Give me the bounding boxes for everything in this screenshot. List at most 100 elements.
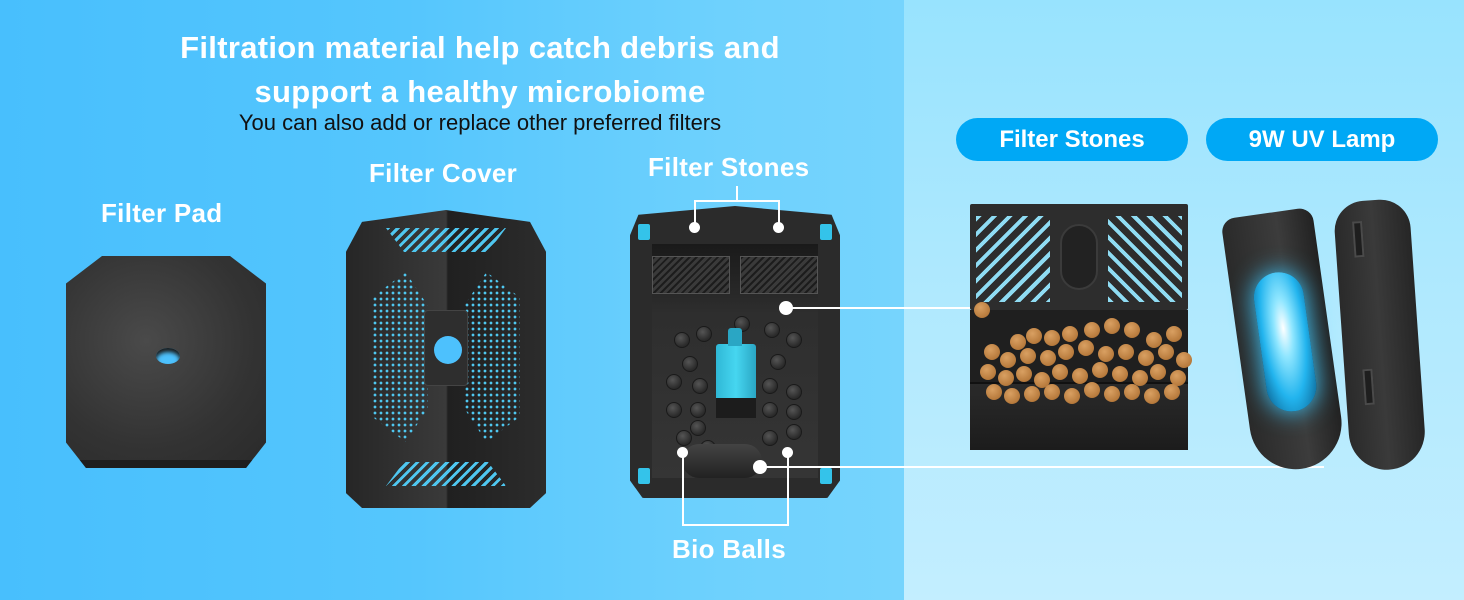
bio-ball [666, 402, 682, 418]
callout-dot [773, 222, 784, 233]
filter-stone [1062, 326, 1078, 342]
filter-stone [1084, 322, 1100, 338]
bio-ball [786, 424, 802, 440]
filter-stone [1010, 334, 1026, 350]
filter-stone [1170, 370, 1186, 386]
label-filter-cover: Filter Cover [369, 158, 518, 188]
cover-top-vent [386, 228, 506, 252]
stone-cartridge-right [740, 256, 818, 294]
headline: Filtration material help catch debris an… [90, 26, 870, 114]
filter-stone [1166, 326, 1182, 342]
cover-left-mesh [372, 272, 428, 442]
leader-line-to-uv [764, 466, 1324, 468]
pill-filter-stones: Filter Stones [956, 118, 1188, 161]
shell-slot [1362, 368, 1375, 406]
bio-ball [762, 378, 778, 394]
leader-line [694, 200, 780, 202]
filter-stone [1132, 370, 1148, 386]
filter-stone [1078, 340, 1094, 356]
filter-stone [1044, 384, 1060, 400]
filter-stone [1016, 366, 1032, 382]
filter-stone [1158, 344, 1174, 360]
corner-clip-icon [638, 468, 650, 484]
filter-stone [1058, 344, 1074, 360]
headline-line-2: support a healthy microbiome [254, 74, 706, 109]
pill-uv-lamp-label: 9W UV Lamp [1248, 125, 1396, 153]
bio-ball [676, 430, 692, 446]
lid-vent-left [976, 216, 1050, 302]
leader-line [682, 452, 684, 526]
bio-ball [690, 420, 706, 436]
stone-cartridge-left [652, 256, 730, 294]
label-filter-stones: Filter Stones [648, 152, 810, 182]
filter-stone [1104, 386, 1120, 402]
filter-stone [1040, 350, 1056, 366]
leader-line [736, 186, 738, 202]
filter-box-image [630, 206, 840, 498]
bio-ball [690, 402, 706, 418]
bio-ball [786, 332, 802, 348]
callout-dot [689, 222, 700, 233]
filter-stone [1138, 350, 1154, 366]
leader-line [787, 452, 789, 526]
filter-stone [1026, 328, 1042, 344]
filter-stone [1124, 384, 1140, 400]
filter-stone [1034, 372, 1050, 388]
filter-stone [1144, 388, 1160, 404]
cover-center-hole [434, 336, 462, 364]
bio-ball [770, 354, 786, 370]
bio-ball [762, 430, 778, 446]
filter-stone [1150, 364, 1166, 380]
bio-ball [674, 332, 690, 348]
leader-line [682, 524, 789, 526]
filter-stone [1024, 386, 1040, 402]
pill-uv-lamp: 9W UV Lamp [1206, 118, 1438, 161]
filter-stone [1084, 382, 1100, 398]
filter-stone [1044, 330, 1060, 346]
filter-stone [1000, 352, 1016, 368]
headline-line-1: Filtration material help catch debris an… [180, 30, 780, 65]
filter-stone [980, 364, 996, 380]
filter-stone [1112, 366, 1128, 382]
lid-vent-right [1108, 216, 1182, 302]
callout-dot [779, 301, 793, 315]
water-pump [716, 328, 756, 418]
shell-slot [1352, 220, 1365, 258]
corner-clip-icon [820, 224, 832, 240]
filter-stone [1092, 362, 1108, 378]
label-bio-balls: Bio Balls [672, 534, 786, 564]
filter-stone [1124, 322, 1140, 338]
cover-bottom-vent [386, 462, 506, 486]
bio-ball [764, 322, 780, 338]
filter-stone [1164, 384, 1180, 400]
filter-stone [998, 370, 1014, 386]
uv-bulb-glow [1250, 269, 1320, 415]
leader-line-to-stones [790, 307, 976, 309]
filter-cover-image [346, 210, 546, 508]
filter-stone [974, 302, 990, 318]
bio-ball [696, 326, 712, 342]
filter-stone [1020, 348, 1036, 364]
filter-stones-box-lid [970, 204, 1188, 310]
bio-ball [682, 356, 698, 372]
cover-right-mesh [464, 272, 520, 442]
corner-clip-icon [638, 224, 650, 240]
filter-stone [1098, 346, 1114, 362]
label-filter-pad: Filter Pad [101, 198, 223, 228]
leader-line [694, 200, 696, 226]
callout-dot [753, 460, 767, 474]
filter-stone [1146, 332, 1162, 348]
filter-stone [984, 344, 1000, 360]
lid-knob [1060, 224, 1098, 290]
filter-stone [1176, 352, 1192, 368]
filter-stone [1064, 388, 1080, 404]
filter-stone [1118, 344, 1134, 360]
bio-ball [762, 402, 778, 418]
pill-filter-stones-label: Filter Stones [999, 125, 1145, 153]
bio-ball [692, 378, 708, 394]
uv-lamp-housing [682, 444, 762, 478]
subtitle: You can also add or replace other prefer… [238, 110, 722, 135]
bio-ball [786, 384, 802, 400]
filter-pad-image [66, 256, 266, 468]
filter-stone [1004, 388, 1020, 404]
